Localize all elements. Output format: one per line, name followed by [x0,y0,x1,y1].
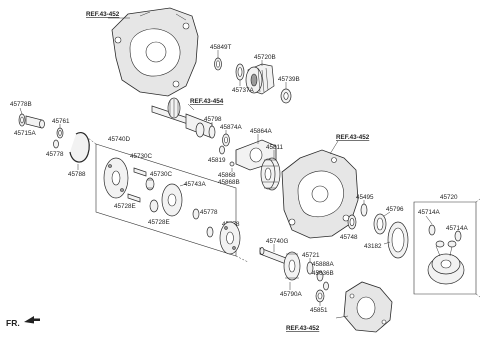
label-45721: 45721 [302,252,320,259]
label-45868: 45868 [218,172,236,179]
label-45868B: 45868B [218,179,240,186]
group-frame-dash-left [87,137,249,263]
group-frame-dash [475,198,480,298]
part-carrier-plate-b[interactable] [219,221,241,255]
part-45778-left[interactable] [53,139,59,149]
leader-ref-mid [329,140,339,155]
part-45636B[interactable] [323,281,329,291]
label-45864A: 45864A [250,128,273,135]
transmission-case-top [111,7,199,97]
label-45811: 45811 [266,144,284,151]
label-45728E-a: 45728E [114,203,136,210]
label-45714A-a: 45714A [418,209,441,216]
part-45730C-a[interactable] [133,167,147,177]
label-45761: 45761 [52,118,70,125]
fr-label: FR. [6,318,20,328]
label-45720: 45720 [440,194,458,201]
label-45740D: 45740D [108,136,131,143]
part-differential-case[interactable] [427,240,465,285]
front-direction-marker: FR. [6,316,40,328]
part-45748[interactable] [347,214,357,230]
part-45811[interactable] [260,157,281,191]
label-45790A: 45790A [280,291,303,298]
label-45737A: 45737A [232,87,255,94]
transmission-cover-bottom [343,281,393,333]
part-45790A-gear[interactable] [283,251,301,281]
label-45849T: 45849T [210,44,232,51]
label-45728E-b: 45728E [148,219,170,226]
leader-43182 [383,241,391,245]
label-45819: 45819 [208,157,226,164]
part-45715A[interactable] [25,115,45,129]
part-45743A[interactable] [161,183,183,217]
label-45715A: 45715A [14,130,37,137]
part-carrier-plate-a[interactable] [103,157,129,199]
label-45874A: 45874A [220,124,243,131]
part-45868[interactable] [229,161,235,167]
part-45798[interactable] [208,125,216,139]
ref-shaft-label[interactable]: REF.43-454 [190,98,224,105]
ref-mid-label[interactable]: REF.43-452 [336,134,370,141]
part-45739B[interactable] [280,88,292,104]
transmission-case-mid [281,149,359,239]
part-45714A-a[interactable] [428,224,436,236]
leader-45796 [383,211,391,217]
part-45778-mid[interactable] [192,208,200,220]
label-45888A: 45888A [312,261,335,268]
label-45748: 45748 [340,234,358,241]
ref-bottom-label[interactable]: REF.43-452 [286,325,320,332]
part-45728E-a[interactable] [127,193,141,203]
part-45737A[interactable] [235,63,245,81]
part-45761[interactable] [56,127,64,139]
label-45730C-b: 45730C [150,171,173,178]
part-45720B[interactable] [245,63,275,95]
label-45636B: 45636B [312,270,334,277]
leader-ref-shaft [187,103,195,111]
part-45796[interactable] [373,213,387,235]
part-45888A[interactable] [316,270,324,282]
label-43182: 43182 [364,243,382,250]
label-45730C-a: 45730C [130,153,153,160]
leader-ref-bottom [335,315,349,319]
label-45740G: 45740G [266,238,289,245]
part-45714A-b[interactable] [454,230,462,242]
part-45740G[interactable] [259,247,287,265]
part-45778-low[interactable] [206,226,214,238]
label-45495: 45495 [356,194,374,201]
part-45778B[interactable] [18,113,26,127]
part-45849T[interactable] [214,57,222,71]
part-45788-snap-ring[interactable] [69,132,90,163]
label-45720B: 45720B [254,54,276,61]
part-45819[interactable] [219,145,225,155]
label-45788: 45788 [68,171,86,178]
part-45728E-b[interactable] [149,199,159,213]
fr-arrow-icon [24,316,40,324]
output-shaft[interactable] [151,97,213,139]
part-45730C-b[interactable] [145,177,155,191]
leader-45714A-a [425,215,433,225]
label-45743A: 45743A [184,181,207,188]
label-45778-left: 45778 [46,151,64,158]
label-45714A-b: 45714A [446,225,469,232]
part-45874A[interactable] [222,133,230,147]
part-43182-ring-gear[interactable] [387,221,409,259]
label-45739B: 45739B [278,76,300,83]
label-45778-mid: 45778 [200,209,218,216]
label-45778B: 45778B [10,101,32,108]
label-45851: 45851 [310,307,328,314]
part-45851[interactable] [315,289,325,303]
leader-45743A [179,183,187,187]
part-45495[interactable] [360,203,368,217]
label-45798: 45798 [204,116,222,123]
label-45796: 45796 [386,206,404,213]
ref-top-label[interactable]: REF.43-452 [86,11,120,18]
